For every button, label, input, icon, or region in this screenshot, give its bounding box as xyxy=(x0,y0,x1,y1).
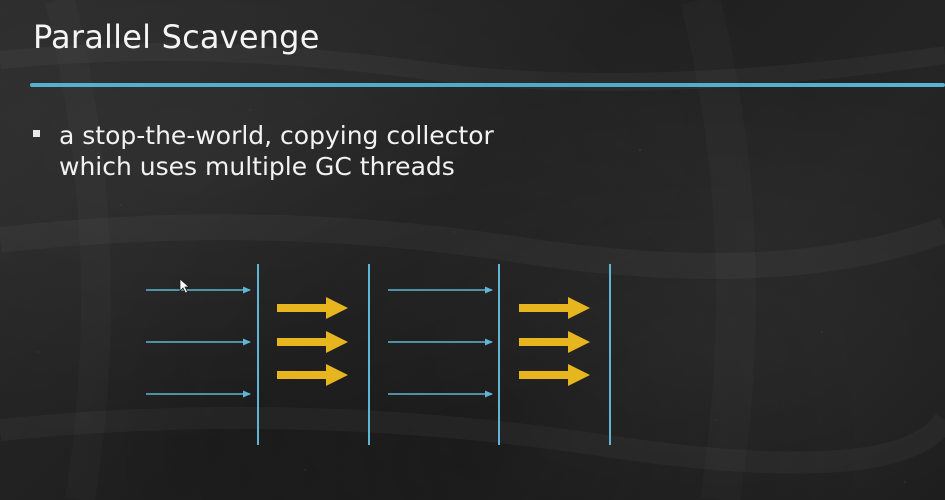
bullet-line-1: a stop-the-world, copying collector xyxy=(59,121,494,150)
title-underline xyxy=(30,83,945,87)
bullet-text: a stop-the-world, copying collector whic… xyxy=(59,120,619,182)
slide-title: Parallel Scavenge xyxy=(33,18,320,56)
gc-thread-arrow xyxy=(277,364,348,386)
mouse-pointer-icon xyxy=(179,278,191,294)
gc-thread-arrow xyxy=(519,297,590,319)
gc-thread-arrow xyxy=(277,297,348,319)
gc-thread-arrow xyxy=(519,331,590,353)
bullet-line-2: which uses multiple GC threads xyxy=(59,152,455,181)
gc-thread-arrow xyxy=(519,364,590,386)
gc-thread-arrow xyxy=(277,331,348,353)
bullet-square-icon xyxy=(33,130,40,137)
